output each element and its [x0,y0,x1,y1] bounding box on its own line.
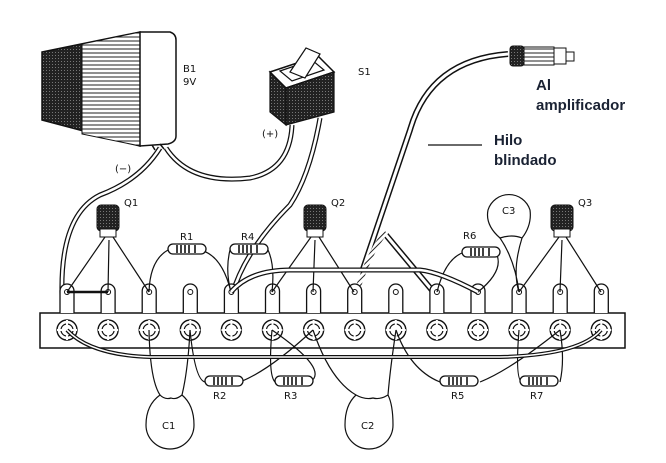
polarity-negative-label: (−) [115,164,131,175]
terminal-eyelet [467,319,489,341]
terminal-eyelet [426,319,448,341]
polarity-positive-label: (+) [262,129,278,140]
c3-label: C3 [502,206,515,217]
terminal-strip [39,312,626,349]
battery-b1 [41,31,177,151]
terminal-lug [593,283,609,313]
r3-label: R3 [284,391,297,402]
capacitor-c3 [486,194,531,239]
r2-label: R2 [213,391,226,402]
terminal-eyelet [385,319,407,341]
terminal-eyelet [56,319,78,341]
terminal-lug [388,283,404,313]
transistor-q2 [303,204,327,238]
resistor-r7 [519,375,559,387]
c1-label: C1 [162,421,175,432]
q2-label: Q2 [331,198,345,209]
r6-label: R6 [463,231,476,242]
switch-s1 [268,47,336,127]
shielded-wire-line-1: Hilo [494,132,523,149]
switch-ref-label: S1 [358,67,371,78]
r4-label: R4 [241,232,254,243]
terminal-eyelet [220,319,243,341]
shielded-cable [353,51,509,297]
lug-hole [433,289,440,295]
terminal-eyelet [261,319,284,341]
to-amplifier-annotation: Al amplificador [534,76,628,116]
q1-label: Q1 [124,198,138,209]
terminal-eyelet [344,319,366,341]
capacitor-c2 [344,394,394,450]
transistor-q3 [550,204,574,238]
shielded-wire-annotation: Hilo blindado [492,131,559,171]
r7-label: R7 [530,391,543,402]
resistor-r4 [229,243,269,255]
terminal-lug [59,283,75,313]
battery-ref-label: B1 [183,64,196,75]
transistor-q1 [96,204,120,238]
terminal-lug [511,283,527,313]
resistor-r3 [274,375,314,387]
shielded-wire-line-2: blindado [494,152,557,169]
terminal-eyelet [508,319,530,341]
r1-label: R1 [180,232,193,243]
terminal-eyelet [590,319,612,341]
r5-label: R5 [451,391,464,402]
terminal-eyelet [302,319,325,341]
lug-hole [187,289,194,295]
terminal-lugs [59,283,609,313]
resistor-r2 [204,375,244,387]
terminal-eyelet [549,319,571,341]
lug-hole [392,289,399,295]
terminal-lug [182,283,198,313]
to-amplifier-line-1: Al [536,77,551,94]
terminal-lug [347,283,363,313]
resistor-r6 [461,246,501,258]
capacitor-c1 [145,394,195,450]
to-amplifier-line-2: amplificador [536,97,626,114]
resistor-r5 [439,375,479,387]
battery-value-label: 9V [183,77,196,88]
terminal-eyelet [97,319,119,341]
resistor-r1 [167,243,207,255]
terminal-eyelets [56,319,612,341]
terminal-lug [429,283,445,313]
rca-plug [509,45,575,67]
c2-label: C2 [361,421,374,432]
terminal-eyelet [179,319,202,341]
q3-label: Q3 [578,198,592,209]
